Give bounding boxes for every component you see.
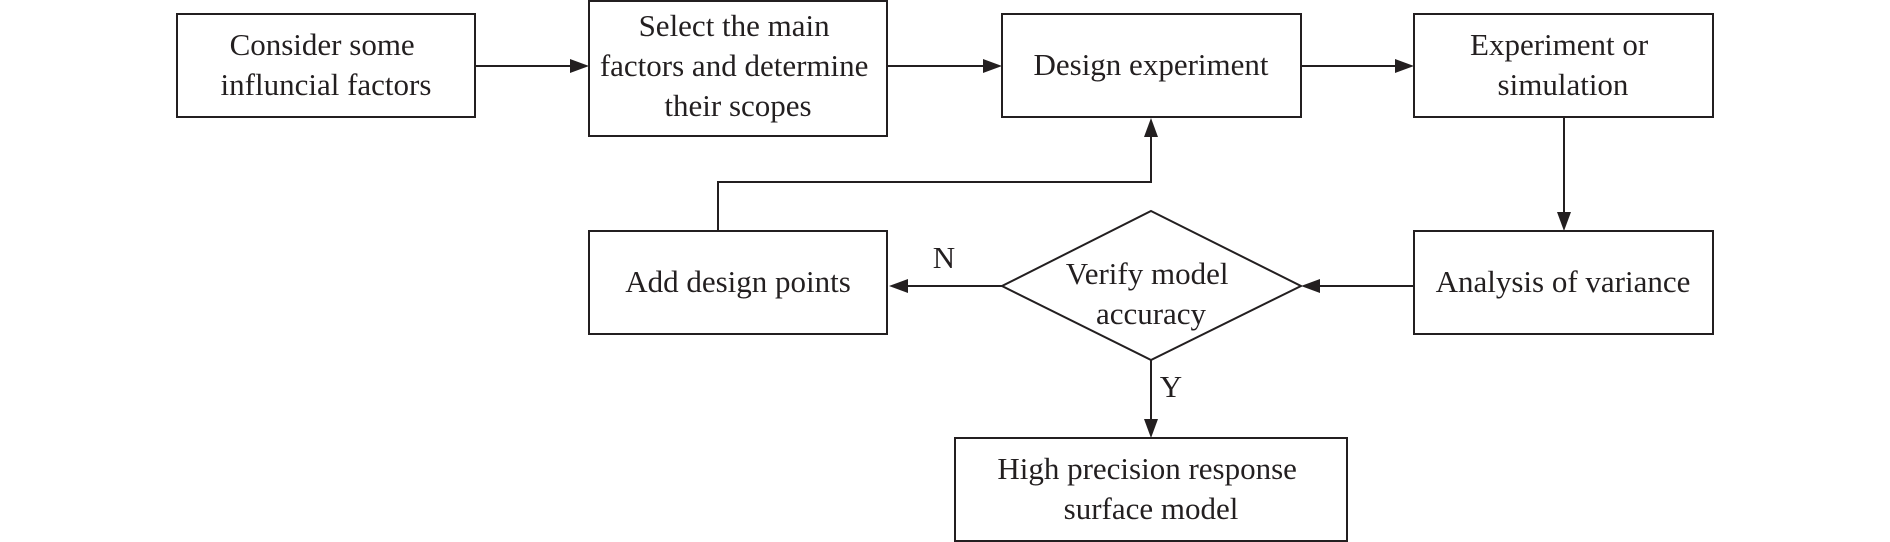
svg-text:Verify model accuracy: Verify model accuracy	[1066, 256, 1236, 331]
svg-text:Experiment or simulation: Experiment or simulation	[1470, 27, 1656, 102]
node-select-factors: Select the main factors and determine th…	[588, 0, 888, 137]
node-experiment-simulation: Experiment or simulation	[1413, 13, 1714, 118]
node-text-line: influncial factors	[221, 67, 432, 102]
edge-design-to-experiment	[1301, 59, 1414, 73]
svg-text:Analysis of variance: Analysis of variance	[1436, 264, 1691, 299]
arrowhead-icon	[1557, 212, 1571, 231]
node-text-line: their scopes	[664, 88, 811, 123]
node-text-line: Design experiment	[1033, 47, 1268, 82]
edge-add-to-design	[717, 118, 1158, 231]
node-design-experiment: Design experiment	[1001, 13, 1302, 118]
arrowhead-icon	[1144, 419, 1158, 438]
svg-text:Design experiment: Design experiment	[1033, 47, 1268, 82]
node-text-line: High precision response	[997, 451, 1297, 486]
node-text-line: Add design points	[625, 264, 851, 299]
arrowhead-icon	[570, 59, 589, 73]
node-add-points: Add design points	[588, 230, 888, 335]
edge-consider-to-select	[475, 59, 589, 73]
node-text-line: factors and determine	[600, 48, 869, 83]
edge-verify-to-model	[1144, 360, 1158, 438]
edge-analysis-to-verify	[1301, 279, 1414, 293]
node-text-line: Select the main	[639, 8, 831, 43]
svg-text:Select the main factors: Select the main factors and determine th…	[600, 8, 876, 123]
node-verify-accuracy: Verify model accuracy	[999, 209, 1304, 362]
arrowhead-icon	[1395, 59, 1414, 73]
arrowhead-icon	[1301, 279, 1320, 293]
node-text-line: Experiment or	[1470, 27, 1649, 62]
branch-label-yes: Y	[1160, 369, 1182, 404]
edge-select-to-design	[887, 59, 1002, 73]
connectors	[475, 59, 1571, 438]
svg-text:Consider some influncial: Consider some influncial factors	[221, 27, 432, 102]
node-text-line: Consider some	[230, 27, 415, 62]
edge-verify-to-add	[889, 279, 1002, 293]
arrowhead-icon	[983, 59, 1002, 73]
node-consider-factors: Consider some influncial factors	[176, 13, 476, 118]
svg-text:High precision response: High precision response surface model	[997, 451, 1304, 526]
node-text-line: Analysis of variance	[1436, 264, 1691, 299]
node-text-line: accuracy	[1096, 296, 1207, 331]
svg-text:Add design points: Add design points	[625, 264, 851, 299]
node-text-line: surface model	[1064, 491, 1239, 526]
branch-label-no: N	[933, 240, 955, 275]
arrowhead-icon	[889, 279, 908, 293]
node-high-precision-model: High precision response surface model	[954, 437, 1348, 542]
node-analysis-variance: Analysis of variance	[1413, 230, 1714, 335]
edge-experiment-to-analysis	[1557, 117, 1571, 231]
node-text-line: simulation	[1498, 67, 1629, 102]
node-text-line: Verify model	[1066, 256, 1229, 291]
arrowhead-icon	[1144, 118, 1158, 137]
